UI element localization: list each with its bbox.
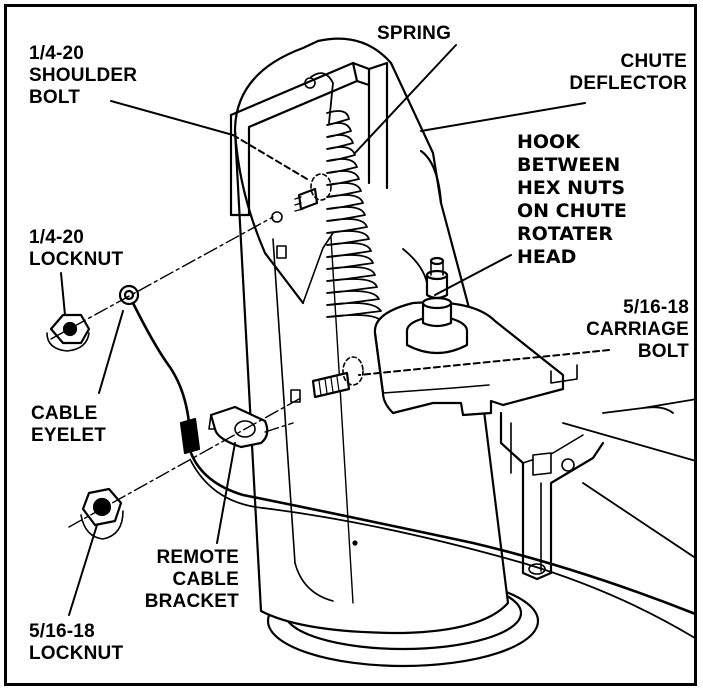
diagram-frame: SPRING 1/4-20 SHOULDER BOLT CHUTE DEFLEC…	[4, 4, 697, 686]
label-locknut-14: 1/4-20 LOCKNUT	[29, 227, 124, 270]
mounting-bracket	[499, 398, 694, 581]
assembly-illustration	[46, 37, 694, 668]
label-chute-deflector: CHUTE DEFLECTOR	[569, 51, 687, 94]
chute-body	[233, 37, 510, 635]
chute-deflector-bracket	[229, 61, 443, 217]
label-carriage-bolt: 5/16-18 CARRIAGE BOLT	[586, 297, 689, 362]
label-locknut-516: 5/16-18 LOCKNUT	[29, 621, 124, 664]
label-hook-note: HOOK BETWEEN HEX NUTS ON CHUTE ROTATER H…	[517, 131, 627, 268]
leader-lines	[60, 44, 610, 616]
label-shoulder-bolt: 1/4-20 SHOULDER BOLT	[29, 43, 138, 108]
rotater-head	[373, 256, 578, 417]
remote-cable-bracket-part	[208, 405, 269, 449]
label-remote-cable-bracket: REMOTE CABLE BRACKET	[144, 547, 239, 612]
label-spring: SPRING	[377, 23, 452, 44]
carriage-bolt-part	[311, 356, 364, 399]
label-cable-eyelet: CABLE EYELET	[31, 403, 107, 446]
cable-part	[118, 284, 694, 639]
assembly-axis-lines	[50, 216, 300, 528]
shoulder-bolt-part	[294, 173, 332, 212]
locknut-14-part	[46, 313, 91, 352]
locknut-516-part	[80, 487, 124, 540]
